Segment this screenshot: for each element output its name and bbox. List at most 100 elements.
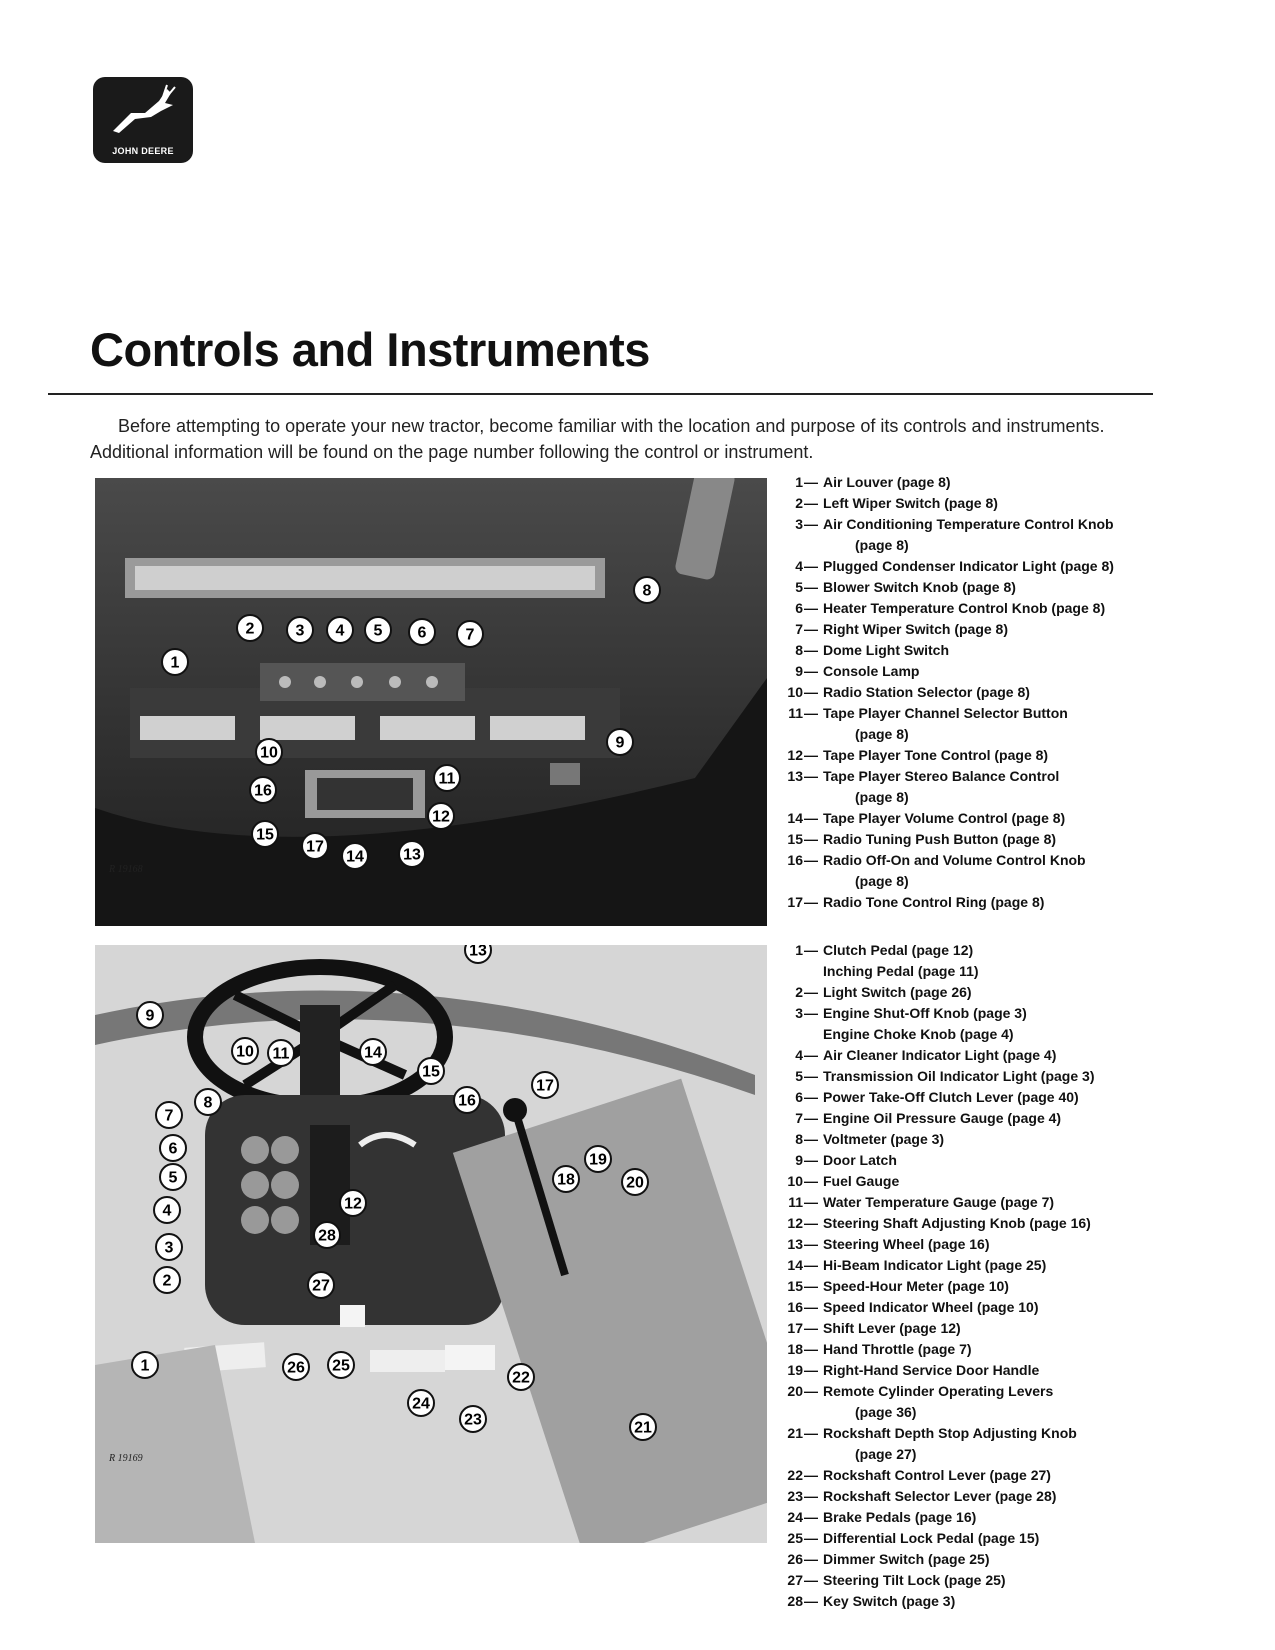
console-callout-8: 8 [633, 576, 661, 604]
operator-legend-item-28: 28—Key Switch (page 3) [775, 1591, 1155, 1612]
legend-text: Radio Tuning Push Button (page 8) [823, 831, 1057, 847]
legend-text: Fuel Gauge [823, 1173, 900, 1189]
console-legend-item-14: 14—Tape Player Volume Control (page 8) [775, 808, 1155, 829]
legend-dash: — [804, 1131, 818, 1147]
legend-dash: — [804, 579, 818, 595]
legend-text: Air Cleaner Indicator Light (page 4) [823, 1047, 1057, 1063]
legend-text: Engine Oil Pressure Gauge (page 4) [823, 1110, 1062, 1126]
operator-callout-14: 14 [359, 1038, 387, 1066]
operator-callout-18: 18 [552, 1165, 580, 1193]
callout-label: 25 [332, 1358, 350, 1375]
legend-dash: — [804, 852, 818, 868]
legend-text: Transmission Oil Indicator Light (page 3… [823, 1068, 1095, 1084]
legend-number: 26 [787, 1551, 803, 1567]
operator-callout-27: 27 [307, 1271, 335, 1299]
legend-text: Water Temperature Gauge (page 7) [823, 1194, 1055, 1210]
console-legend: 1—Air Louver (page 8)2—Left Wiper Switch… [775, 472, 1155, 913]
operator-callout-20: 20 [621, 1168, 649, 1196]
legend-number: 19 [787, 1362, 803, 1378]
operator-legend-item-1: 1—Clutch Pedal (page 12)Inching Pedal (p… [775, 940, 1155, 982]
legend-number: 20 [787, 1383, 803, 1399]
legend-dash: — [804, 516, 818, 532]
legend-text: Dimmer Switch (page 25) [823, 1551, 990, 1567]
callout-label: 4 [163, 1203, 172, 1220]
legend-number: 28 [787, 1593, 803, 1609]
operator-callout-15: 15 [417, 1057, 445, 1085]
legend-dash: — [804, 1572, 818, 1588]
legend-text: Steering Wheel (page 16) [823, 1236, 990, 1252]
legend-dash: — [804, 642, 818, 658]
operator-callout-11: 11 [267, 1039, 295, 1067]
legend-continuation: (page 27) [855, 1446, 917, 1462]
legend-number: 7 [795, 1110, 803, 1126]
legend-text: Hi-Beam Indicator Light (page 25) [823, 1257, 1047, 1273]
legend-text: Door Latch [823, 1152, 897, 1168]
callout-label: 6 [169, 1141, 178, 1158]
legend-number: 8 [795, 1131, 803, 1147]
legend-dash: — [804, 1593, 818, 1609]
console-legend-item-2: 2—Left Wiper Switch (page 8) [775, 493, 1155, 514]
console-callout-13: 13 [398, 840, 426, 868]
legend-dash: — [804, 1425, 818, 1441]
legend-continuation: (page 8) [855, 537, 909, 553]
legend-number: 1 [795, 942, 803, 958]
operator-callout-28: 28 [313, 1221, 341, 1249]
console-callout-9: 9 [606, 728, 634, 756]
callout-label: 14 [364, 1045, 382, 1062]
callout-label: 10 [236, 1044, 254, 1061]
callout-label: 10 [260, 745, 278, 762]
legend-number: 2 [795, 495, 803, 511]
legend-dash: — [804, 558, 818, 574]
callout-label: 21 [634, 1420, 652, 1437]
console-legend-item-8: 8—Dome Light Switch [775, 640, 1155, 661]
callout-label: 9 [146, 1008, 155, 1025]
console-callout-12: 12 [427, 802, 455, 830]
operator-legend-item-12: 12—Steering Shaft Adjusting Knob (page 1… [775, 1213, 1155, 1234]
callout-label: 12 [432, 809, 450, 826]
legend-text: Left Wiper Switch (page 8) [823, 495, 998, 511]
operator-legend-item-17: 17—Shift Lever (page 12) [775, 1318, 1155, 1339]
operator-legend-item-19: 19—Right-Hand Service Door Handle [775, 1360, 1155, 1381]
operator-legend-item-9: 9—Door Latch [775, 1150, 1155, 1171]
callout-label: 11 [439, 771, 456, 788]
legend-number: 6 [795, 1089, 803, 1105]
operator-station-legend: 1—Clutch Pedal (page 12)Inching Pedal (p… [775, 940, 1155, 1612]
console-legend-item-13: 13—Tape Player Stereo Balance Control(pa… [775, 766, 1155, 808]
callout-label: 2 [246, 621, 255, 638]
operator-callout-13: 13 [464, 945, 492, 964]
legend-number: 9 [795, 1152, 803, 1168]
legend-number: 22 [787, 1467, 803, 1483]
callout-label: 3 [296, 623, 305, 640]
console-legend-item-5: 5—Blower Switch Knob (page 8) [775, 577, 1155, 598]
callout-label: 6 [418, 625, 427, 642]
callout-label: 5 [374, 623, 383, 640]
operator-callout-19: 19 [584, 1145, 612, 1173]
legend-text: Tape Player Channel Selector Button [823, 705, 1068, 721]
callout-label: 11 [273, 1046, 290, 1063]
legend-subitem: Inching Pedal (page 11) [823, 963, 979, 979]
legend-text: Right Wiper Switch (page 8) [823, 621, 1008, 637]
legend-text: Voltmeter (page 3) [823, 1131, 945, 1147]
callout-label: 8 [643, 583, 652, 600]
operator-legend-item-15: 15—Speed-Hour Meter (page 10) [775, 1276, 1155, 1297]
callout-label: 4 [336, 623, 345, 640]
callout-label: 17 [306, 839, 324, 856]
legend-text: Radio Station Selector (page 8) [823, 684, 1030, 700]
legend-text: Right-Hand Service Door Handle [823, 1362, 1040, 1378]
legend-text: Console Lamp [823, 663, 920, 679]
legend-text: Dome Light Switch [823, 642, 949, 658]
legend-dash: — [804, 1509, 818, 1525]
legend-text: Blower Switch Knob (page 8) [823, 579, 1016, 595]
legend-dash: — [804, 1341, 818, 1357]
legend-dash: — [804, 1047, 818, 1063]
operator-legend-item-23: 23—Rockshaft Selector Lever (page 28) [775, 1486, 1155, 1507]
console-legend-item-15: 15—Radio Tuning Push Button (page 8) [775, 829, 1155, 850]
logo-brand-text: JOHN DEERE [112, 146, 174, 156]
legend-text: Shift Lever (page 12) [823, 1320, 961, 1336]
callout-label: 1 [141, 1358, 150, 1375]
console-callout-5: 5 [364, 616, 392, 644]
console-callout-1: 1 [161, 648, 189, 676]
operator-callout-7: 7 [155, 1101, 183, 1129]
